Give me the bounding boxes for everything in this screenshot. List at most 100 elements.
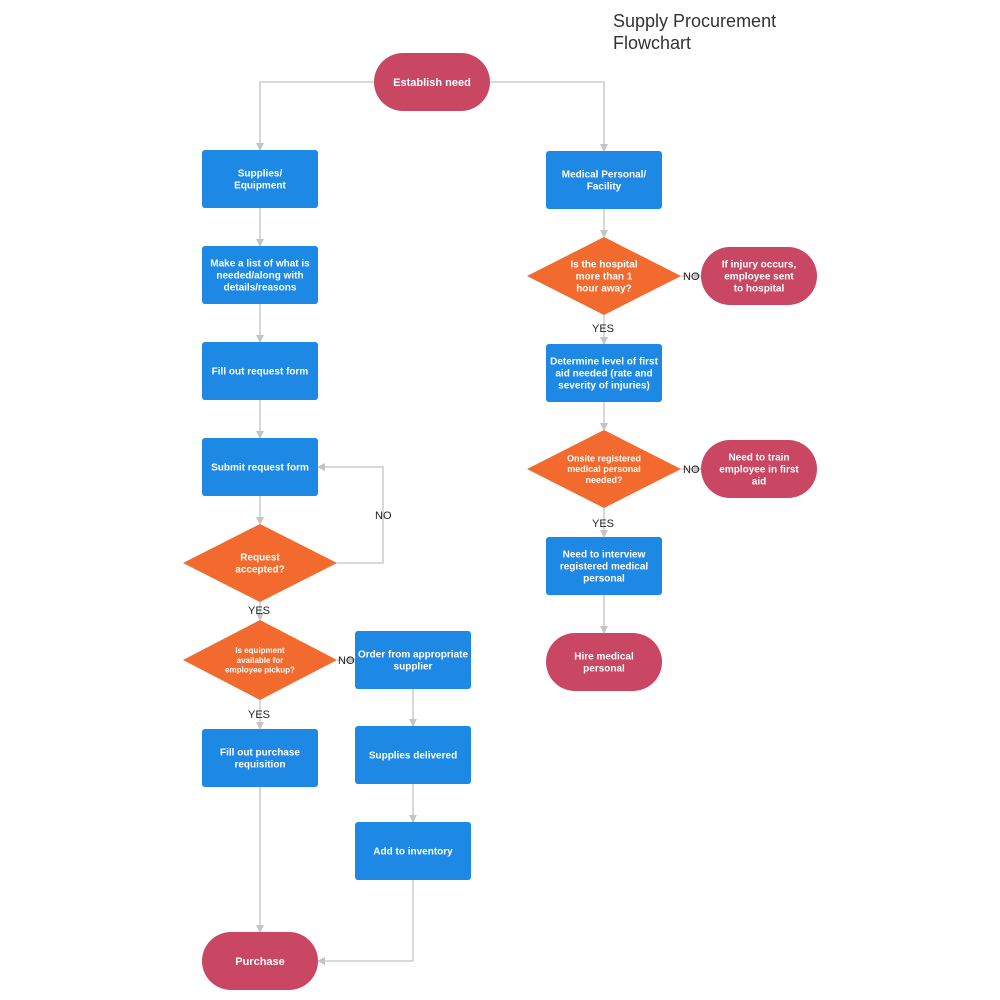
connector-label-no: NO [375, 510, 392, 522]
connector-label-yes: YES [592, 518, 614, 530]
terminal-node-establish-need: Establish need [374, 53, 490, 111]
process-node-supplies-equipment: Supplies/Equipment [202, 150, 318, 208]
process-node-medical-personal-facility: Medical Personal/Facility [546, 151, 662, 209]
process-node-add-to-inventory: Add to inventory [355, 822, 471, 880]
process-shape [202, 342, 318, 400]
node-label-line: employee sent [724, 272, 794, 283]
process-shape [202, 729, 318, 787]
node-label-line: personal [583, 664, 625, 675]
process-shape [355, 726, 471, 784]
connector-request-accepted-to-submit-request-form [317, 463, 384, 564]
process-shape [355, 822, 471, 880]
process-shape [202, 150, 318, 208]
node-label-line: Facility [587, 182, 622, 193]
node-label-line: Determine level of first [550, 357, 658, 368]
process-node-supplies-delivered: Supplies delivered [355, 726, 471, 784]
node-label-line: Supplies delivered [369, 751, 457, 762]
process-node-submit-request-form: Submit request form [202, 438, 318, 496]
node-label-line: Purchase [235, 956, 285, 968]
node-label-line: more than 1 [576, 272, 633, 283]
connector-label-no: NO [338, 655, 355, 667]
connector-label-yes: YES [248, 605, 270, 617]
process-shape [546, 344, 662, 402]
node-label-line: Is the hospital [570, 260, 637, 271]
node-label-line: registered medical [560, 562, 649, 573]
node-label-line: aid [752, 477, 766, 488]
connector-establish-need-to-medical-personal-facility [490, 81, 608, 152]
process-node-fill-request-form: Fill out request form [202, 342, 318, 400]
node-label-line: Hire medical [574, 652, 634, 663]
terminal-shape [546, 633, 662, 691]
decision-shape [183, 620, 337, 700]
node-label-line: employee in first [719, 465, 799, 476]
process-shape [202, 246, 318, 304]
node-label-line: medical personal [567, 464, 641, 474]
process-shape [546, 151, 662, 209]
connector-label-yes: YES [592, 323, 614, 335]
node-label-line: Request [240, 553, 280, 564]
node-label-line: Add to inventory [373, 847, 453, 858]
connector-add-to-inventory-to-purchase [317, 880, 414, 965]
node-label-line: hour away? [576, 284, 632, 295]
node-label-line: Onsite registered [567, 453, 641, 463]
node-label-line: Submit request form [211, 463, 309, 474]
node-label-line: Equipment [234, 181, 286, 192]
diagram-title-line1: Supply Procurement [613, 11, 777, 31]
process-shape [546, 537, 662, 595]
connector-establish-need-to-supplies-equipment [256, 81, 374, 151]
decision-shape [527, 430, 681, 508]
node-label-line: available for [237, 656, 284, 665]
node-label-line: Establish need [393, 77, 471, 89]
node-label-line: to hospital [734, 284, 785, 295]
node-label-line: supplier [394, 662, 433, 673]
node-label-line: Fill out request form [212, 367, 309, 378]
decision-shape [183, 524, 337, 602]
connectors [256, 81, 702, 965]
process-shape [355, 631, 471, 689]
node-label-line: Order from appropriate [358, 650, 468, 661]
node-label-line: Need to interview [563, 550, 646, 561]
diagram-title-line2: Flowchart [613, 33, 692, 53]
node-label-line: personal [583, 574, 625, 585]
node-label-line: If injury occurs, [722, 260, 797, 271]
connector-label-no: NO [683, 464, 700, 476]
terminal-shape [374, 53, 490, 111]
diagram-title: Supply Procurement Flowchart [613, 10, 873, 54]
node-label-line: Is equipment [235, 646, 285, 655]
node-label-line: accepted? [235, 565, 284, 576]
decision-shape [527, 237, 681, 315]
node-label-line: Make a list of what is [210, 259, 310, 270]
node-label-line: requisition [234, 760, 285, 771]
node-label-line: needed? [585, 475, 622, 485]
terminal-shape [202, 932, 318, 990]
connector-labels: NO YES NO YES NO YES NO YES [248, 271, 700, 721]
node-label-line: severity of injuries) [558, 381, 650, 392]
connector-label-no: NO [683, 271, 700, 283]
node-label-line: aid needed (rate and [555, 369, 652, 380]
terminal-node-purchase: Purchase [202, 932, 318, 990]
node-label-line: details/reasons [224, 283, 297, 294]
node-label-line: Medical Personal/ [562, 170, 647, 181]
connector-label-yes: YES [248, 709, 270, 721]
node-label-line: Supplies/ [238, 169, 283, 180]
terminal-shape [701, 440, 817, 498]
node-label-line: Need to train [728, 453, 789, 464]
terminal-shape [701, 247, 817, 305]
process-shape [202, 438, 318, 496]
node-label-line: employee pickup? [225, 665, 295, 674]
node-label-line: Fill out purchase [220, 748, 300, 759]
